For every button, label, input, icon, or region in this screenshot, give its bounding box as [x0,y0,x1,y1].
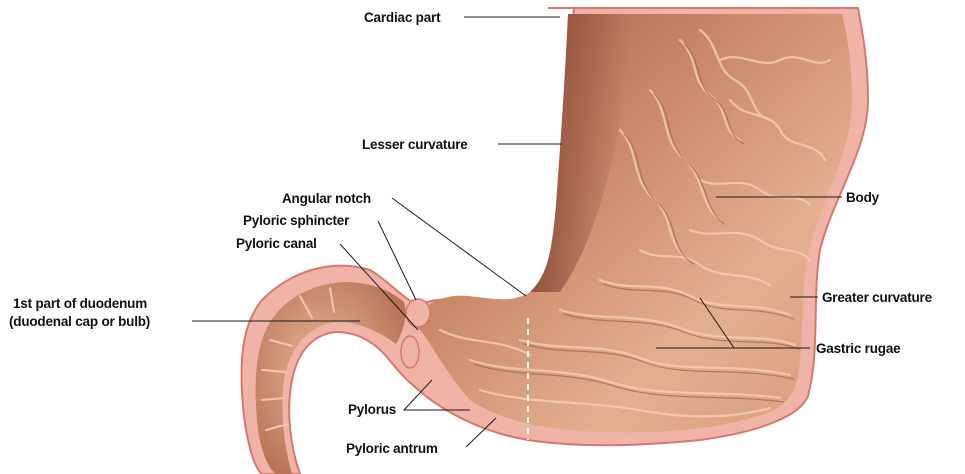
label-pyloric-sphincter: Pyloric sphincter [243,213,350,228]
label-greater-curvature: Greater curvature [822,290,933,305]
leader-angular-notch [392,198,526,296]
label-pylorus: Pylorus [348,402,396,417]
label-gastric-rugae: Gastric rugae [816,341,901,356]
label-pyloric-canal: Pyloric canal [236,236,317,251]
label-pyloric-antrum: Pyloric antrum [346,441,438,456]
label-duodenum-line1: 1st part of duodenum [13,296,147,311]
label-duodenum-line2: (duodenal cap or bulb) [9,314,150,329]
label-lesser-curvature: Lesser curvature [362,137,468,152]
pyloric-sphincter-upper [406,299,430,327]
label-angular-notch: Angular notch [282,191,371,206]
label-cardiac-part: Cardiac part [364,10,441,25]
label-body: Body [846,190,880,205]
stomach-mucosa [416,14,852,432]
pyloric-sphincter-lower [401,336,419,368]
